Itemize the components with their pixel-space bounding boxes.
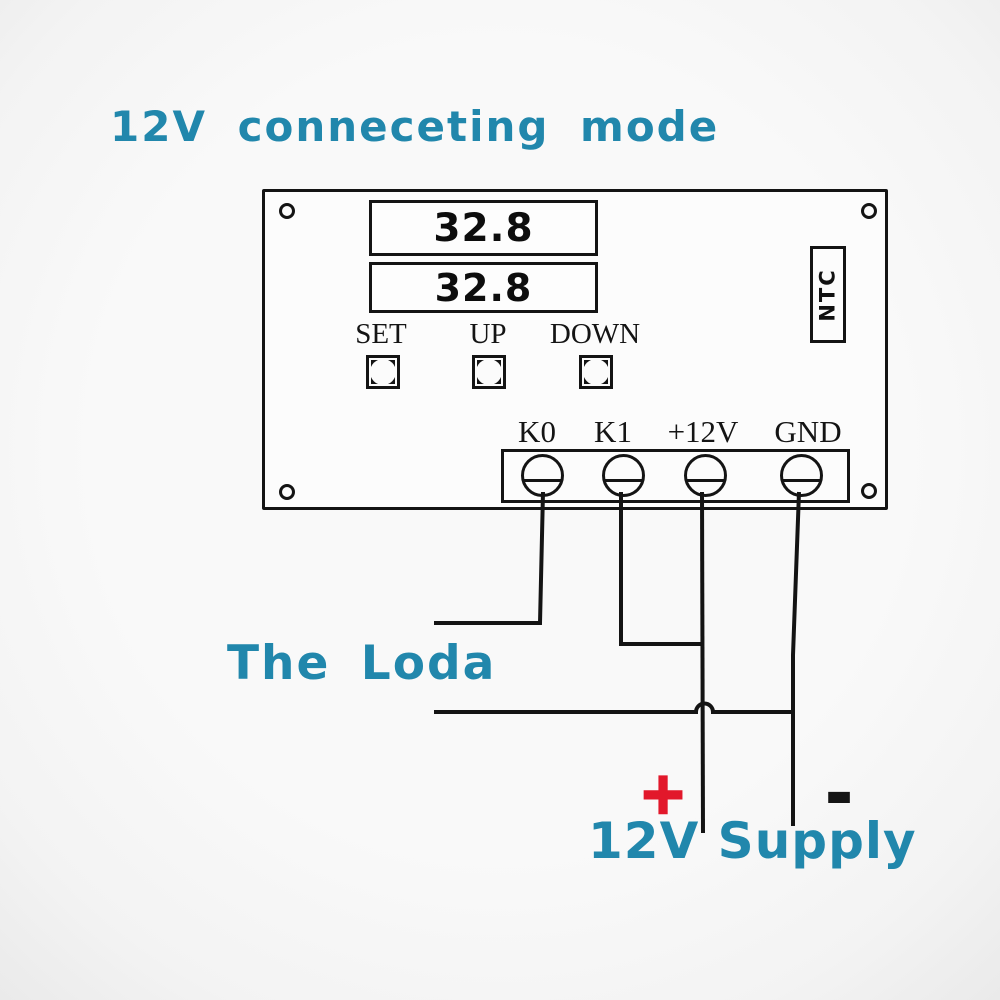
- wire-k0: [434, 491, 545, 625]
- terminal-screw-k0: [521, 454, 564, 497]
- mounting-hole-top-left: [279, 203, 295, 219]
- wire-12v-positive: [700, 491, 705, 834]
- watermark: The Loda: [227, 636, 497, 691]
- terminal-label-k0: K0: [518, 414, 556, 449]
- mounting-hole-bottom-right: [861, 483, 877, 499]
- terminal-screw-12v: [684, 454, 727, 497]
- down-button: [579, 355, 613, 389]
- ntc-label: NTC: [816, 267, 840, 322]
- wire-k1: [619, 492, 702, 646]
- mounting-hole-bottom-left: [279, 484, 295, 500]
- terminal-label-k1: K1: [594, 414, 632, 449]
- terminal-screw-k1: [602, 454, 645, 497]
- wire-supply-bus: [434, 701, 793, 714]
- terminal-label-12v: +12V: [667, 414, 739, 449]
- supply-label: 12V Supply: [588, 812, 917, 870]
- display-measured-temp: 32.8: [369, 200, 598, 256]
- controller-board: 32.8 32.8 SET UP DOWN NTC K0 K1 +12V GND: [262, 189, 888, 510]
- set-button: [366, 355, 400, 389]
- wire-gnd-upper: [791, 491, 801, 712]
- set-button-label: SET: [355, 318, 407, 350]
- supply-plus-sign: +: [637, 759, 688, 827]
- terminal-label-gnd: GND: [774, 414, 842, 449]
- display-set-temp: 32.8: [369, 262, 598, 313]
- up-button: [472, 355, 506, 389]
- mounting-hole-top-right: [861, 203, 877, 219]
- up-button-label: UP: [469, 318, 507, 350]
- diagram-title: 12V conneceting mode: [110, 102, 720, 151]
- down-button-label: DOWN: [549, 318, 641, 350]
- ntc-connector: NTC: [810, 246, 846, 343]
- terminal-screw-gnd: [780, 454, 823, 497]
- supply-minus-sign: -: [825, 758, 854, 832]
